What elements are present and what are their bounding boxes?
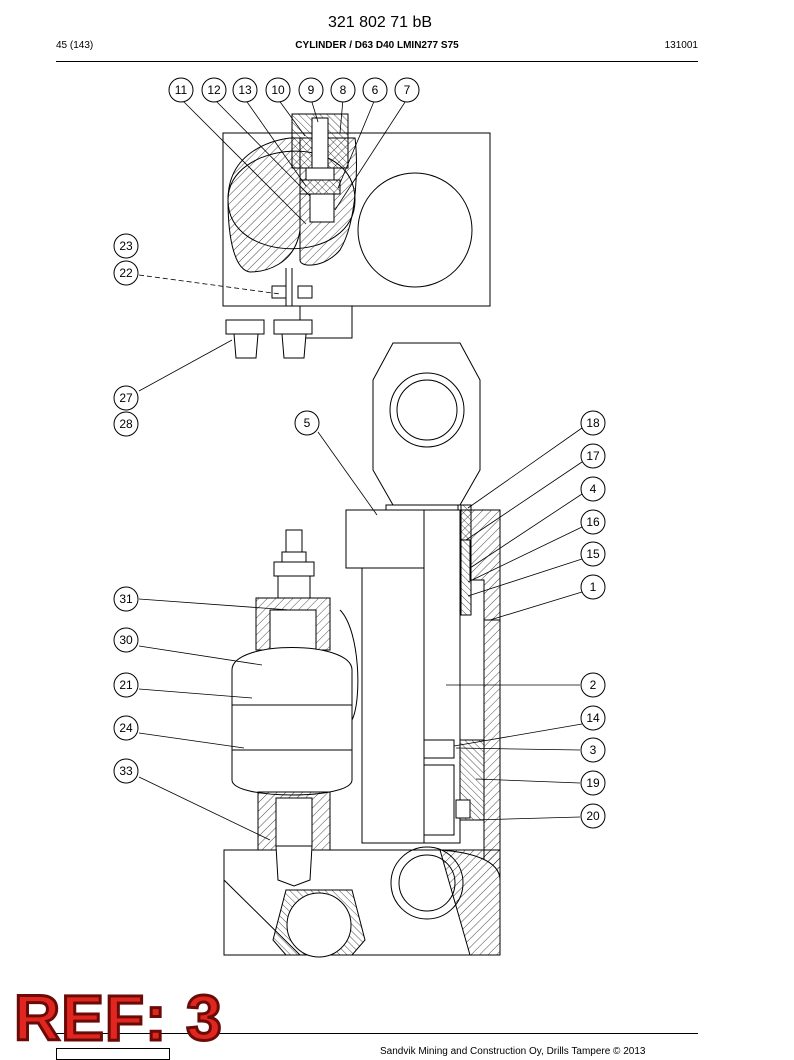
- callout-12: 12: [201, 77, 227, 103]
- callout-33: 33: [113, 758, 139, 784]
- drawing-title: CYLINDER / D63 D40 LMIN277 S75: [295, 40, 459, 51]
- callout-label: 9: [308, 83, 315, 97]
- leader-lines: [138, 98, 583, 841]
- callout-24: 24: [113, 715, 139, 741]
- callout-7: 7: [394, 77, 420, 103]
- callout-label: 5: [304, 416, 311, 430]
- valve-block: [222, 113, 491, 359]
- callout-10: 10: [265, 77, 291, 103]
- callout-2: 2: [580, 672, 606, 698]
- footer-copyright: Sandvik Mining and Construction Oy, Dril…: [380, 1046, 646, 1057]
- callout-16: 16: [580, 509, 606, 535]
- callout-1: 1: [580, 574, 606, 600]
- callout-23: 23: [113, 233, 139, 259]
- callout-17: 17: [580, 443, 606, 469]
- callout-15: 15: [580, 541, 606, 567]
- accumulator: [231, 529, 359, 887]
- callout-13: 13: [232, 77, 258, 103]
- callout-label: 33: [119, 764, 133, 778]
- callout-label: 17: [586, 449, 600, 463]
- callout-label: 3: [590, 743, 597, 757]
- callout-11: 11: [168, 77, 194, 103]
- callout-28: 28: [113, 411, 139, 437]
- callout-label: 4: [590, 482, 597, 496]
- callout-markers: 11 12 13 10 9 8 6 7 23 22 27 28 5 18 17 …: [113, 77, 606, 829]
- callout-label: 16: [586, 515, 600, 529]
- callout-label: 15: [586, 547, 600, 561]
- callout-18: 18: [580, 410, 606, 436]
- callout-label: 8: [340, 83, 347, 97]
- callout-label: 22: [119, 266, 133, 280]
- callout-label: 19: [586, 776, 600, 790]
- callout-label: 28: [119, 417, 133, 431]
- date-code: 131001: [664, 40, 698, 51]
- callout-21: 21: [113, 672, 139, 698]
- callout-label: 2: [590, 678, 597, 692]
- callout-5: 5: [294, 410, 320, 436]
- callout-label: 27: [119, 391, 133, 405]
- callout-label: 7: [404, 83, 411, 97]
- callout-30: 30: [113, 627, 139, 653]
- callout-19: 19: [580, 770, 606, 796]
- callout-27: 27: [113, 385, 139, 411]
- callout-20: 20: [580, 803, 606, 829]
- callout-4: 4: [580, 476, 606, 502]
- callout-label: 13: [238, 83, 252, 97]
- callout-label: 10: [271, 83, 285, 97]
- callout-label: 11: [175, 83, 188, 97]
- page-count: 45 (143): [56, 40, 94, 51]
- callout-label: 12: [207, 83, 221, 97]
- callout-14: 14: [580, 705, 606, 731]
- callout-8: 8: [330, 77, 356, 103]
- ref-stamp: REF: 3: [13, 982, 224, 1054]
- header-divider: [56, 61, 698, 62]
- callout-6: 6: [362, 77, 388, 103]
- callout-label: 23: [119, 239, 133, 253]
- callout-22: 22: [113, 260, 139, 286]
- footer-divider: [56, 1033, 698, 1034]
- callout-label: 6: [372, 83, 379, 97]
- page-header: 45 (143) CYLINDER / D63 D40 LMIN277 S75 …: [56, 40, 698, 54]
- document-number: 321 802 71 bB: [327, 14, 433, 31]
- callout-label: 20: [586, 809, 600, 823]
- callout-label: 31: [119, 592, 133, 606]
- callout-label: 18: [586, 416, 600, 430]
- callout-31: 31: [113, 586, 139, 612]
- callout-label: 30: [119, 633, 133, 647]
- callout-label: 24: [119, 721, 133, 735]
- callout-3: 3: [580, 737, 606, 763]
- callout-label: 14: [586, 711, 600, 725]
- callout-label: 1: [590, 580, 597, 594]
- callout-9: 9: [298, 77, 324, 103]
- callout-label: 21: [119, 678, 133, 692]
